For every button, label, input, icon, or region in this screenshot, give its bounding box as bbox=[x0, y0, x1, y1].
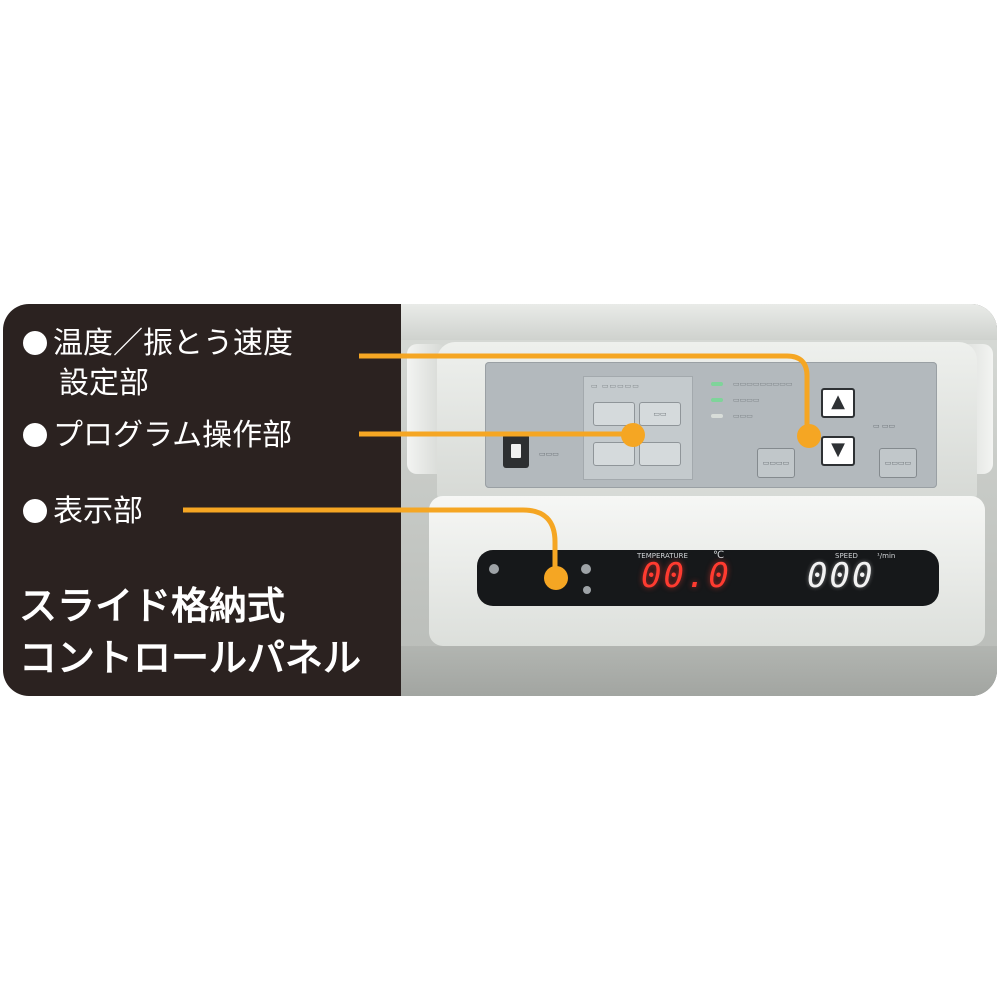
display-window: TEMPERATURE ℃ 00.0 SPEED ¹/min 000 bbox=[477, 550, 939, 606]
speed-unit: ¹/min bbox=[877, 552, 896, 560]
program-button bbox=[593, 402, 635, 426]
power-label: ▭▭▭ bbox=[539, 450, 559, 458]
callout-program: プログラム操作部 bbox=[23, 416, 292, 456]
program-button: ▭▭ bbox=[639, 402, 681, 426]
display-housing: TEMPERATURE ℃ 00.0 SPEED ¹/min 000 bbox=[429, 496, 985, 646]
enter-button: ▭▭▭▭ bbox=[879, 448, 917, 478]
speed-readout: 000 bbox=[807, 556, 875, 596]
temperature-label: TEMPERATURE bbox=[637, 552, 688, 560]
temperature-readout: 00.0 bbox=[641, 556, 731, 596]
led-indicator: ▭▭▭ bbox=[711, 412, 753, 420]
bullet-icon bbox=[23, 331, 47, 355]
down-arrow-button: ▼ bbox=[821, 436, 855, 466]
program-area-title: ▭ ▭▭▭▭▭ bbox=[591, 382, 640, 390]
set-label: ▭ ▭▭ bbox=[873, 422, 896, 430]
status-dot bbox=[583, 586, 591, 594]
feature-banner: ▭▭▭ ▭ ▭▭▭▭▭ ▭▭ ▭▭▭▭▭▭▭▭▭ ▭▭▭▭ ▭▭▭ ▭▭▭▭ ▲… bbox=[3, 304, 997, 696]
control-panel-photo: ▭▭▭ ▭ ▭▭▭▭▭ ▭▭ ▭▭▭▭▭▭▭▭▭ ▭▭▭▭ ▭▭▭ ▭▭▭▭ ▲… bbox=[401, 304, 997, 696]
shaker-housing-top bbox=[401, 304, 997, 340]
status-dot bbox=[581, 564, 591, 574]
callout-temp-speed-line2: 設定部 bbox=[59, 366, 149, 401]
bullet-icon bbox=[23, 423, 47, 447]
led-indicator: ▭▭▭▭ bbox=[711, 396, 759, 404]
control-plate: ▭▭▭ ▭ ▭▭▭▭▭ ▭▭ ▭▭▭▭▭▭▭▭▭ ▭▭▭▭ ▭▭▭ ▭▭▭▭ ▲… bbox=[485, 362, 937, 488]
feature-title-line1: スライド格納式 bbox=[19, 584, 286, 628]
status-dot bbox=[489, 564, 499, 574]
callout-temp-speed: 温度／振とう速度 設定部 bbox=[23, 324, 293, 404]
callout-display-label: 表示部 bbox=[53, 494, 143, 529]
select-button: ▭▭▭▭ bbox=[757, 448, 795, 478]
bullet-icon bbox=[23, 499, 47, 523]
callout-program-label: プログラム操作部 bbox=[53, 418, 293, 453]
temperature-unit: ℃ bbox=[713, 550, 725, 561]
speed-label: SPEED bbox=[835, 552, 858, 560]
feature-title: スライド格納式 コントロールパネル bbox=[19, 580, 361, 684]
power-switch bbox=[503, 434, 529, 468]
up-arrow-button: ▲ bbox=[821, 388, 855, 418]
program-button bbox=[639, 442, 681, 466]
callout-display: 表示部 bbox=[23, 492, 143, 532]
feature-title-line2: コントロールパネル bbox=[19, 636, 362, 680]
bench-surface bbox=[401, 646, 997, 696]
program-operation-area: ▭ ▭▭▭▭▭ ▭▭ bbox=[583, 376, 693, 480]
led-indicator: ▭▭▭▭▭▭▭▭▭ bbox=[711, 380, 793, 388]
callout-temp-speed-line1: 温度／振とう速度 bbox=[53, 326, 293, 361]
program-button bbox=[593, 442, 635, 466]
